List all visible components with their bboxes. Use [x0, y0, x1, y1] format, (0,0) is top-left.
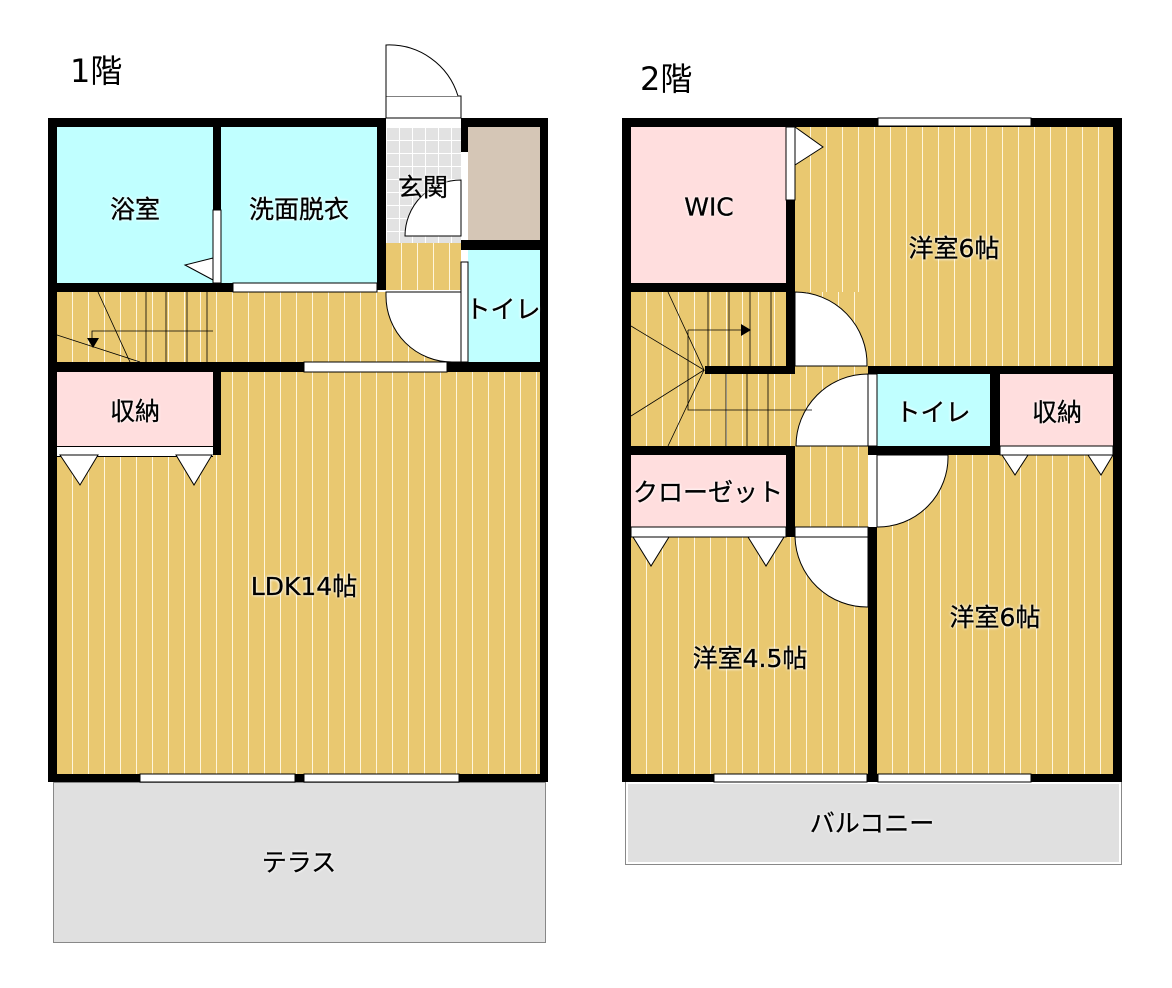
label-washroom: 洗面脱衣: [248, 195, 350, 224]
room-toilet-2f: [877, 374, 990, 446]
label-toilet-2f: トイレ: [895, 398, 971, 427]
label-western-right: 洋室6帖: [949, 603, 1041, 632]
label-western-small: 洋室4.5帖: [692, 644, 808, 673]
stair-down-arrow-icon: [87, 338, 99, 348]
room-storage-2f: [1000, 374, 1113, 446]
shoe-storage: [468, 127, 540, 240]
entry-hall: [386, 243, 461, 290]
floor1-title: 1階: [70, 52, 123, 90]
stair-lines: [56, 291, 812, 447]
label-wic: WIC: [684, 192, 734, 222]
terrace: [53, 782, 546, 943]
label-bath: 浴室: [109, 195, 161, 224]
toilet-door-swing: [385, 291, 462, 363]
label-storage-1f: 収納: [109, 397, 161, 426]
label-ldk: LDK14帖: [250, 572, 358, 601]
label-storage-2f: 収納: [1031, 398, 1083, 427]
label-western-top: 洋室6帖: [908, 234, 1000, 263]
label-terrace: テラス: [261, 848, 337, 877]
room-bath: [57, 127, 213, 283]
room-washroom: [221, 127, 377, 283]
room-storage-1f: [57, 372, 213, 446]
entrance-door-swing: [385, 44, 459, 97]
room-wic: [631, 127, 786, 283]
room-closet: [631, 455, 786, 527]
label-balcony: バルコニー: [809, 809, 935, 838]
stair-up-arrow-icon: [741, 324, 751, 336]
label-toilet-1f: トイレ: [465, 295, 541, 324]
label-closet: クローゼット: [632, 478, 784, 507]
balcony: [625, 781, 1122, 865]
room-toilet-1f: [468, 250, 540, 362]
label-entrance: 玄関: [397, 173, 449, 202]
floor2-title: 2階: [640, 60, 693, 98]
